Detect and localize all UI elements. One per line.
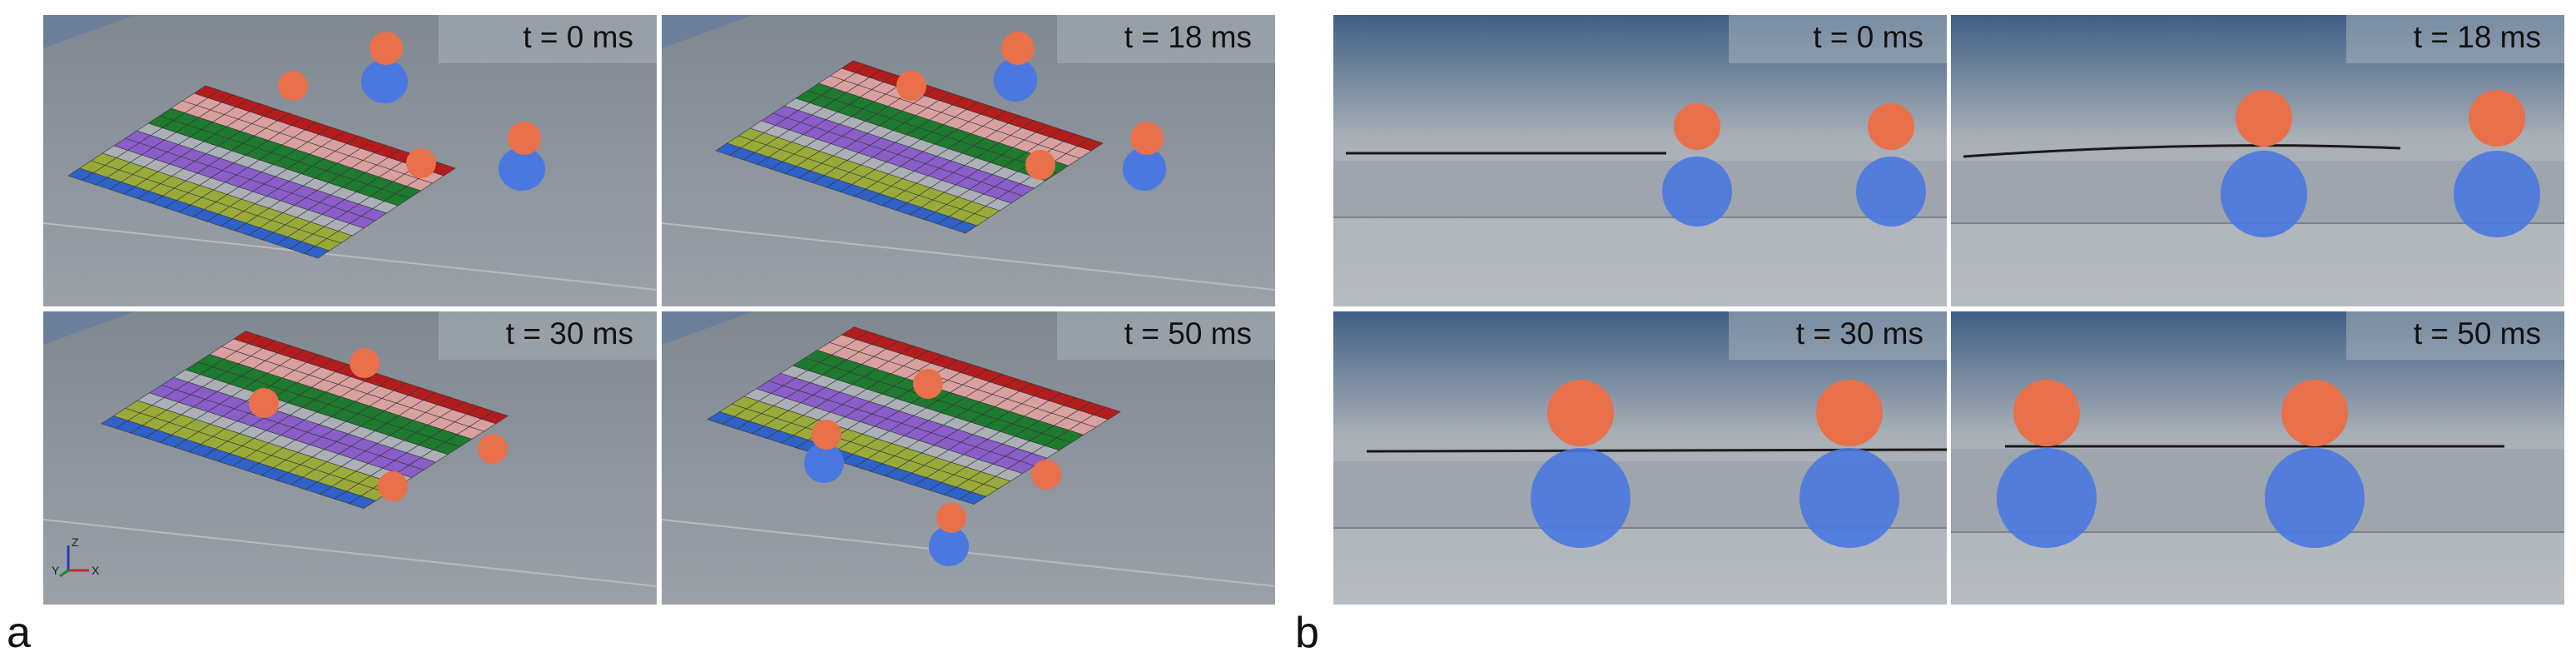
panel-a-3: t = 30 ms (43, 311, 657, 605)
dummy (249, 388, 279, 418)
mat-tile (1092, 406, 1121, 421)
panel-b-3: t = 30 ms (1333, 311, 1947, 605)
dummy (361, 32, 408, 103)
time-label: t = 30 ms (505, 316, 633, 351)
dummy (929, 503, 969, 566)
time-label: t = 18 ms (2413, 20, 2541, 54)
dummy (478, 434, 508, 464)
time-label-box: t = 30 ms (1729, 311, 1947, 360)
dummy (1997, 380, 2097, 548)
axis-triad-icon: Z X Y (52, 535, 100, 578)
figure-label-a: a (7, 609, 31, 657)
svg-text:X: X (92, 564, 100, 577)
dummy (1123, 122, 1166, 191)
mat-tile (1076, 138, 1104, 152)
time-label-box: t = 18 ms (2346, 15, 2564, 63)
time-label: t = 50 ms (2413, 316, 2541, 351)
side-scene (1333, 311, 1947, 605)
dummy (1856, 103, 1926, 226)
dummy (278, 71, 308, 101)
time-label-box: t = 30 ms (439, 311, 657, 360)
dummy (1531, 380, 1630, 548)
time-label-box: t = 0 ms (1729, 15, 1947, 63)
panel-a-1: t = 0 ms (43, 15, 657, 306)
dummy (1031, 460, 1061, 490)
dummy (2265, 380, 2365, 548)
colored-mat (101, 331, 509, 509)
panel-b-1: t = 0 ms (1333, 15, 1947, 306)
dummy (994, 32, 1037, 102)
dummy (378, 471, 408, 501)
dummy (1799, 380, 1899, 548)
dummy (499, 122, 545, 191)
time-label: t = 18 ms (1124, 20, 1252, 54)
panel-b-4: t = 50 ms (1951, 311, 2564, 605)
dummy (1025, 150, 1055, 180)
mat-tile (480, 411, 509, 425)
dummy (2454, 90, 2540, 237)
mat-tile (429, 163, 456, 177)
time-label: t = 30 ms (1795, 316, 1923, 351)
panel-a-4: t = 50 ms (662, 311, 1275, 605)
dummy (1662, 103, 1732, 226)
dummy (913, 369, 943, 399)
time-label: t = 50 ms (1124, 316, 1252, 351)
time-label-box: t = 18 ms (1057, 15, 1275, 63)
dummy (2221, 90, 2307, 237)
dummy (804, 420, 844, 483)
time-label: t = 0 ms (523, 20, 633, 54)
svg-text:Z: Z (72, 535, 79, 549)
iso-scene (43, 311, 657, 605)
time-label: t = 0 ms (1813, 20, 1923, 54)
panel-b-2: t = 18 ms (1951, 15, 2564, 306)
iso-scene (662, 15, 1275, 306)
side-scene (1951, 15, 2564, 306)
colored-mat (707, 326, 1121, 505)
iso-scene (43, 15, 657, 306)
svg-text:Y: Y (52, 564, 60, 577)
colored-mat (67, 85, 456, 259)
dummy (896, 71, 926, 101)
time-label-box: t = 50 ms (1057, 311, 1275, 360)
side-scene (1333, 15, 1947, 306)
panel-a-2: t = 18 ms (662, 15, 1275, 306)
iso-scene (662, 311, 1275, 605)
dummy (406, 148, 436, 178)
dummy (350, 348, 380, 378)
figure-label-b: b (1295, 609, 1319, 657)
time-label-box: t = 0 ms (439, 15, 657, 63)
side-scene (1951, 311, 2564, 605)
time-label-box: t = 50 ms (2346, 311, 2564, 360)
